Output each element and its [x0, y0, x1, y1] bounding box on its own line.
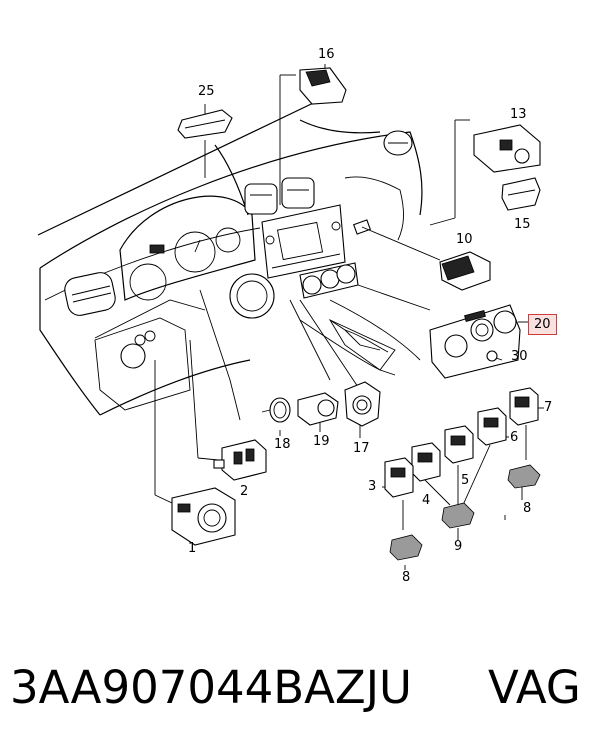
part-2	[213, 439, 267, 481]
part-10	[439, 251, 491, 291]
callout-17: 17	[353, 441, 370, 456]
callout-10: 10	[456, 232, 473, 247]
part-8-cap-right	[507, 464, 541, 489]
instrument-cluster	[119, 195, 256, 301]
exploded-parts-diagram: 25 16 13 15 10 20 30 7 6 5 4 3 8 9 8 17 …	[37, 47, 557, 585]
brand-label: VAG	[488, 661, 581, 714]
part-1	[171, 487, 236, 546]
callout-6: 6	[510, 430, 519, 445]
head-unit	[261, 204, 346, 279]
right-vent	[383, 130, 413, 156]
callout-16: 16	[318, 47, 335, 62]
part-4	[411, 442, 441, 482]
callout-4: 4	[422, 493, 431, 508]
callout-9: 9	[454, 539, 463, 554]
left-vent	[64, 272, 116, 316]
light-switch-area	[94, 317, 191, 411]
part-16	[299, 67, 347, 105]
column-ring	[229, 273, 275, 319]
callout-20: 20	[528, 314, 557, 335]
part-9	[441, 502, 475, 529]
part-18	[261, 397, 291, 423]
part-17	[344, 381, 381, 427]
callout-13: 13	[510, 107, 527, 122]
part-number: 3AA907044BAZJU	[10, 661, 412, 714]
part-13	[473, 124, 541, 173]
callout-3: 3	[368, 479, 377, 494]
callout-30: 30	[511, 349, 528, 364]
callout-7: 7	[544, 400, 553, 415]
part-25	[177, 109, 233, 139]
callout-1: 1	[188, 541, 197, 556]
callout-8-bottom: 8	[402, 570, 411, 585]
part-20	[429, 304, 521, 379]
part-19	[297, 392, 339, 426]
callout-8-right: 8	[523, 501, 532, 516]
dashboard-outline	[37, 94, 423, 421]
callout-25: 25	[198, 84, 215, 99]
part-6	[477, 407, 507, 446]
part-8-cap-bottom	[389, 534, 423, 561]
callout-19: 19	[313, 434, 330, 449]
footer: 3AA907044BAZJU VAG	[0, 655, 600, 725]
dash-climate-knobs	[299, 262, 359, 299]
part-3	[384, 457, 414, 498]
part-30	[486, 350, 503, 362]
centre-vents	[244, 177, 315, 215]
callout-18: 18	[274, 437, 291, 452]
centre-console	[328, 318, 396, 371]
callout-2: 2	[240, 484, 249, 499]
callout-15: 15	[514, 217, 531, 232]
callout-5: 5	[461, 473, 470, 488]
part-15	[501, 177, 541, 211]
part-5	[444, 425, 474, 464]
part-7	[509, 387, 539, 426]
